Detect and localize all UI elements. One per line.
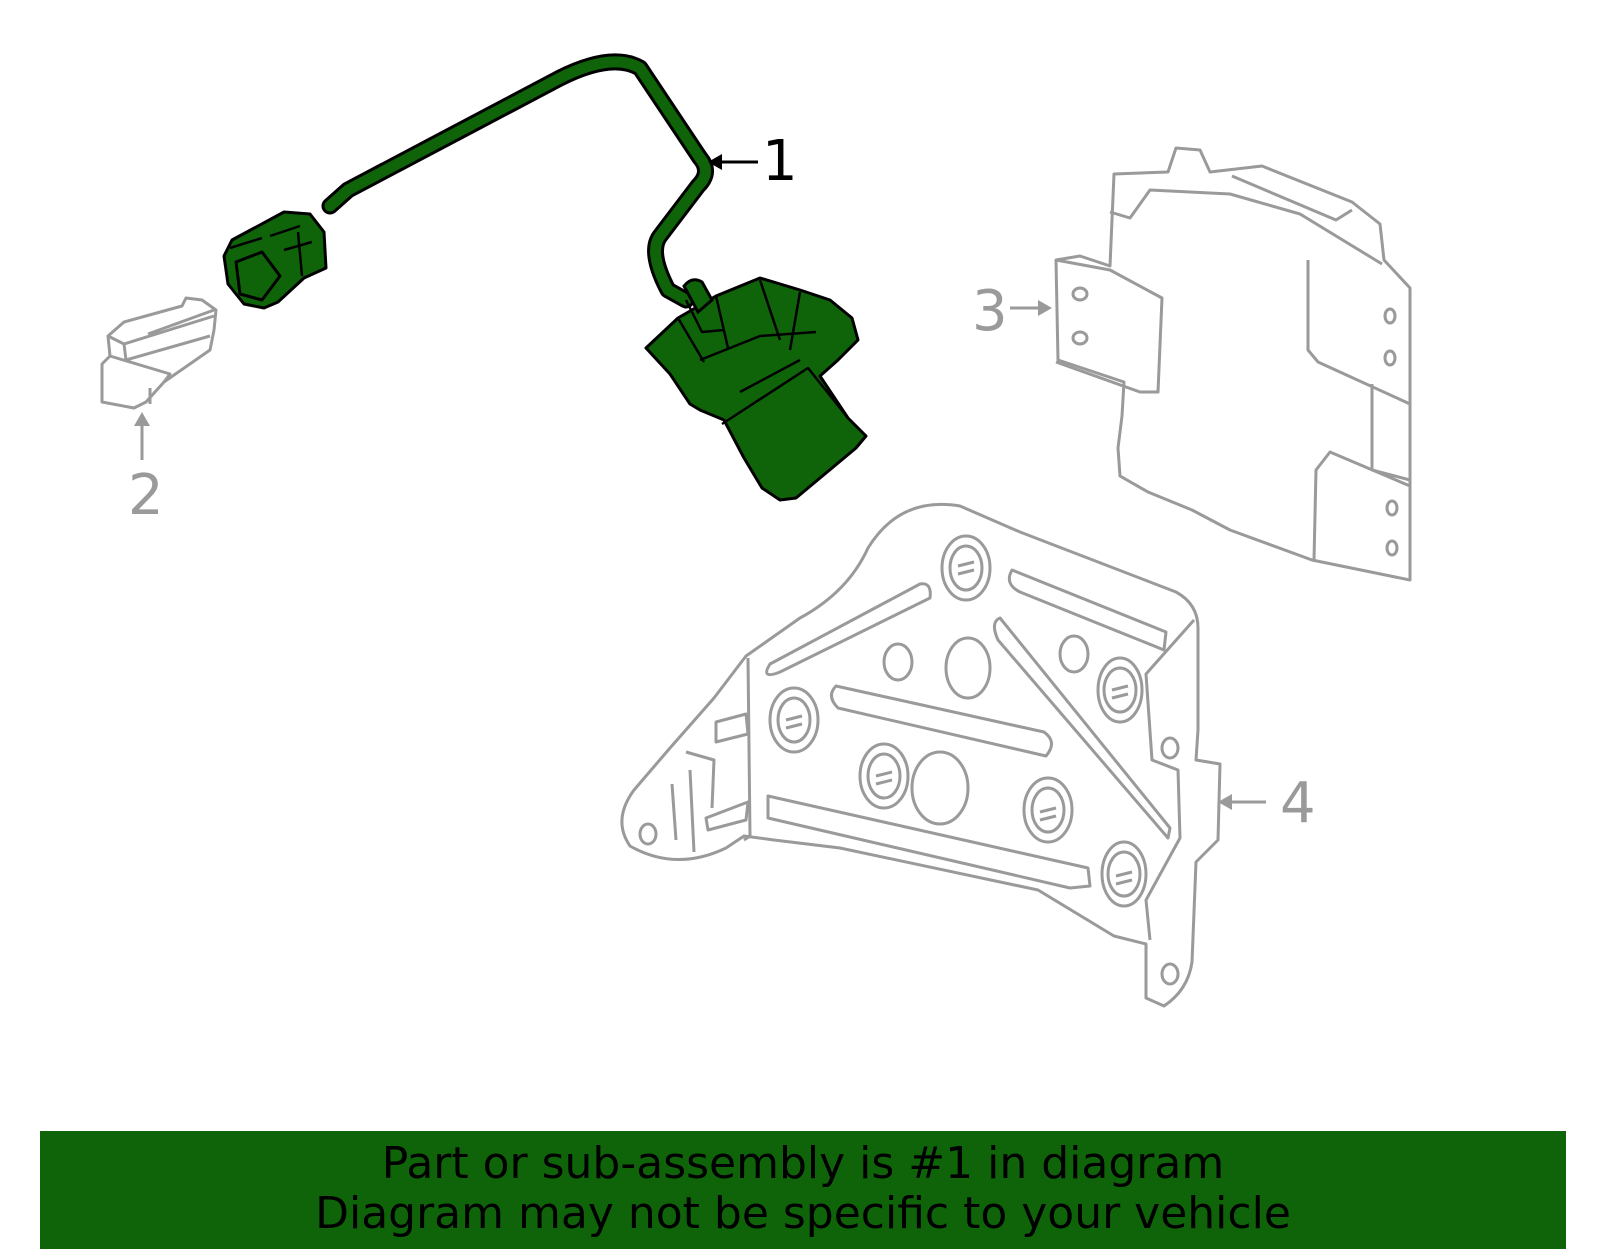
part-3-hole-4	[1383, 349, 1397, 367]
part-3-hole-2	[1071, 330, 1089, 346]
part-3-outline	[1054, 146, 1412, 582]
part-4-grommet-4-inner	[866, 752, 902, 800]
part-1-camera-assembly[interactable]	[222, 53, 868, 502]
part-3-side	[1231, 174, 1411, 561]
part-1-grommet	[682, 278, 714, 315]
part-4-hole-small-3	[638, 822, 658, 846]
part-4-mounting-bracket[interactable]	[620, 502, 1222, 1008]
part-4-grommet-6	[1100, 840, 1148, 908]
callout-3-label: 3	[972, 279, 1008, 344]
part-4-grommet-5-inner	[1030, 786, 1066, 834]
part-3-plate	[1055, 258, 1164, 394]
part-4-left-tabs	[670, 712, 750, 853]
part-3-hole-6	[1385, 539, 1399, 557]
part-4-hole-large-2	[910, 750, 970, 826]
part-4-grommet-6-inner	[1106, 850, 1142, 898]
part-3-hole-1	[1071, 286, 1089, 302]
part-4-hole-small-5	[1160, 962, 1180, 986]
part-3-hole-3	[1383, 307, 1397, 325]
info-banner: Part or sub-assembly is #1 in diagram Di…	[40, 1131, 1566, 1249]
part-4-hole-small-2	[1058, 634, 1090, 674]
part-4-grommet-5	[1022, 776, 1074, 844]
callout-4-label: 4	[1280, 771, 1316, 836]
part-1-camera-detail	[676, 279, 849, 426]
part-4-slot-1	[765, 582, 932, 677]
callout-2: 2	[128, 412, 164, 528]
part-2-detail	[107, 308, 215, 404]
callout-4: 4	[1218, 771, 1316, 836]
part-1-cable	[324, 56, 711, 306]
part-4-hole-large-1	[944, 636, 992, 700]
part-4-grommet-3	[768, 686, 820, 754]
parts-diagram: 1 2 3	[100, 53, 1412, 1008]
part-4-grommet-1	[940, 534, 992, 602]
part-1-connector-detail	[229, 224, 313, 277]
callout-2-label: 2	[128, 463, 164, 528]
part-4-grommet-1-inner	[948, 544, 984, 592]
part-3-hole-5	[1385, 499, 1399, 517]
part-4-hole-small-4	[1160, 736, 1180, 760]
part-4-slot-2	[1007, 568, 1168, 652]
part-2-clip[interactable]	[100, 296, 218, 410]
part-4-slot-5	[766, 794, 1092, 890]
part-4-outline	[620, 502, 1222, 1008]
part-4-inner-frame	[743, 619, 1196, 941]
part-4-slot-3	[830, 684, 1053, 758]
part-4-grommet-2-inner	[1102, 666, 1138, 714]
callout-3: 3	[972, 279, 1052, 344]
part-4-grommet-marks	[785, 560, 1133, 886]
callout-1: 1	[708, 129, 798, 194]
banner-line-2: Diagram may not be specific to your vehi…	[315, 1188, 1291, 1239]
part-4-grommet-3-inner	[776, 696, 812, 744]
part-1-connector-face	[234, 250, 282, 302]
callout-1-label: 1	[762, 129, 798, 194]
part-3-face	[1109, 188, 1383, 266]
part-4-grommet-2	[1096, 656, 1144, 724]
part-4-grommet-4	[858, 742, 910, 810]
part-1-camera-body	[644, 276, 868, 502]
part-4-hole-small-1	[882, 642, 914, 682]
part-3-control-module[interactable]	[1054, 146, 1412, 582]
banner-line-1: Part or sub-assembly is #1 in diagram	[381, 1138, 1225, 1189]
part-4-slot-4	[993, 616, 1172, 840]
part-2-outline	[100, 296, 218, 410]
